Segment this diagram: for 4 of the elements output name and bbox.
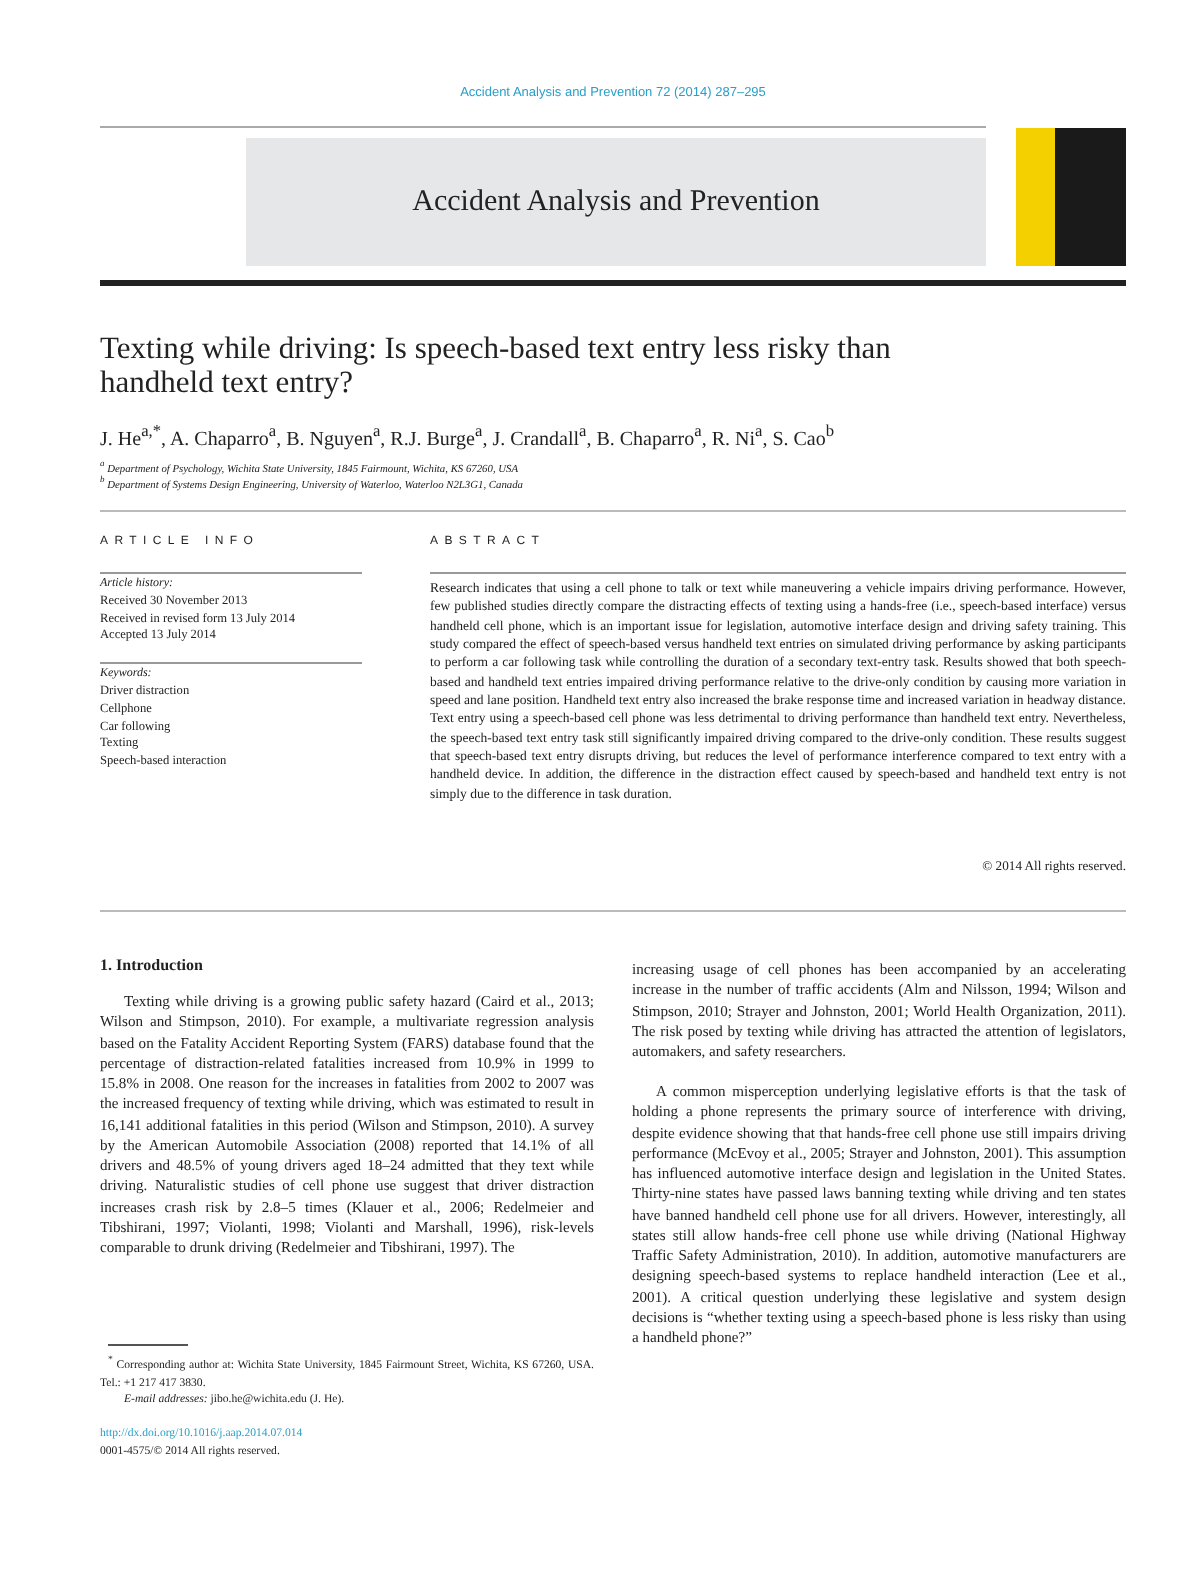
article-title: Texting while driving: Is speech-based text entry less risky than handheld text entry? [100, 332, 893, 400]
journal-name: Accident Analysis and Prevention [410, 184, 822, 220]
section-heading: 1. Introduction [100, 956, 205, 976]
author-list: J. He$^{a,*}$, A. Chaparro$^{a}$, B. Nguyen$^{a}$, R.J. Burge$^{a}$, J. Crandall$^{a}$, B. Chaparro$^{a}$, R. Ni$^{a}$, S. Cao$^{b}$ [100, 422, 1040, 453]
